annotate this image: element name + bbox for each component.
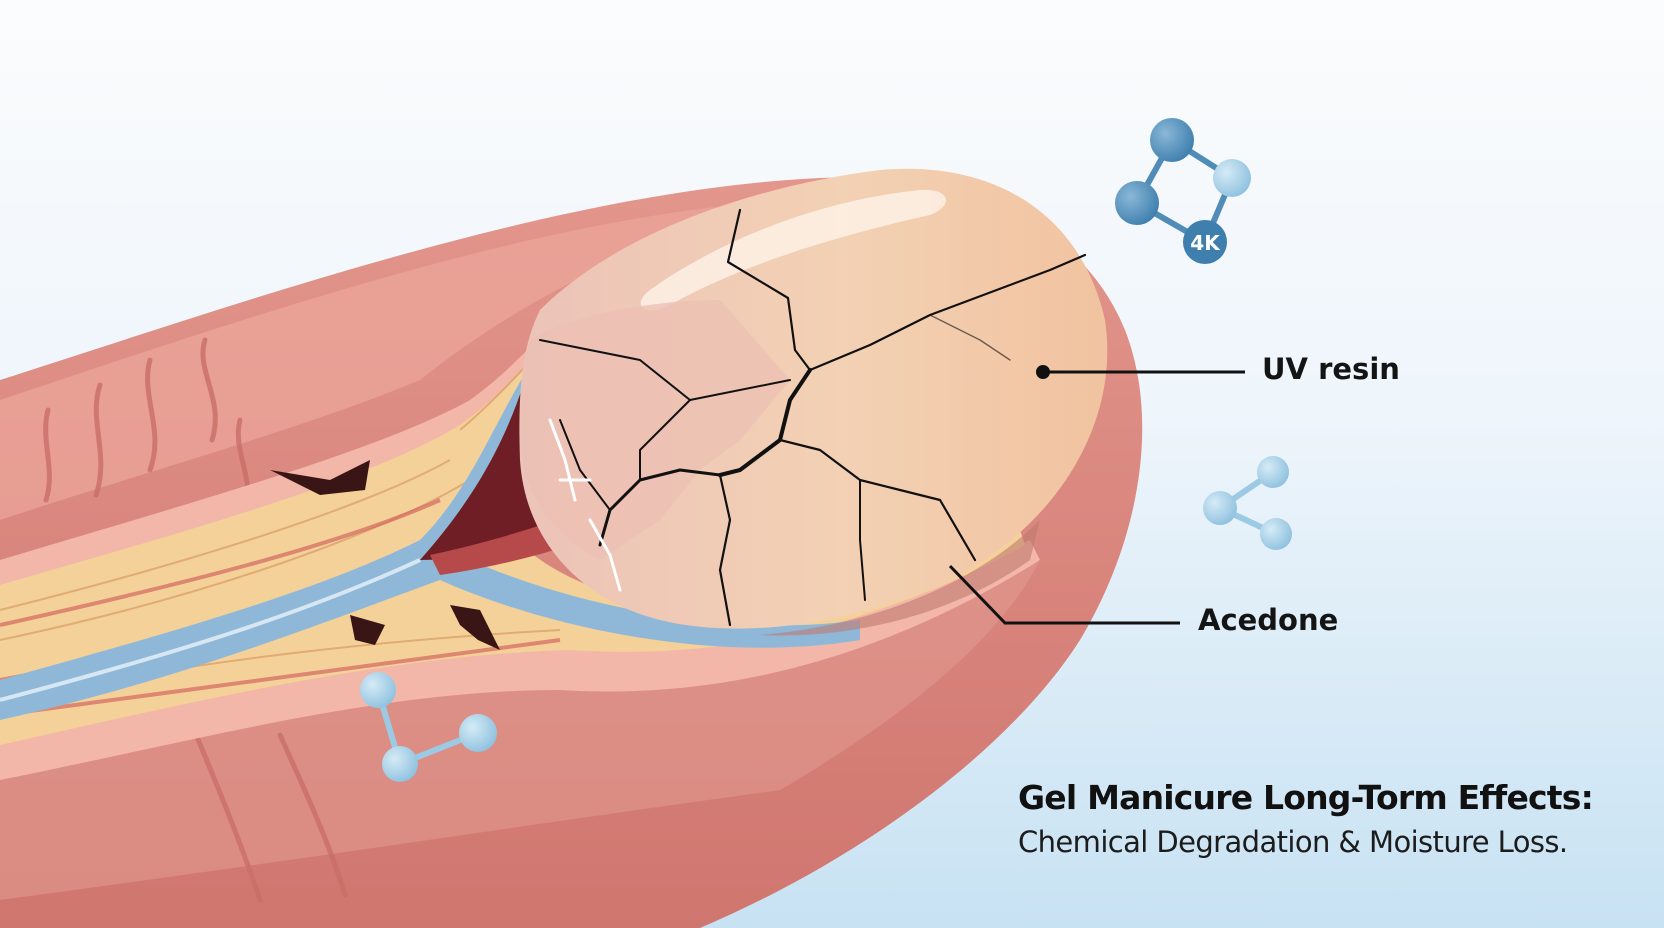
- title-block: Gel Manicure Long-Torm Effects: Chemical…: [1018, 778, 1594, 859]
- nail-cracks: [539, 208, 1087, 627]
- molecule-4k: 4K: [1115, 118, 1251, 264]
- molecule-right: [1203, 456, 1292, 550]
- title-subtitle: Chemical Degradation & Moisture Loss.: [1018, 825, 1568, 859]
- 4k-badge: 4K: [1190, 231, 1221, 255]
- label-uv-resin: UV resin: [1262, 352, 1400, 386]
- title-main: Gel Manicure Long-Torm Effects:: [1018, 778, 1594, 817]
- molecule-bottom-left: [360, 672, 497, 782]
- 4k-badge-circle: [1183, 220, 1227, 264]
- callout-acedone: [948, 564, 1180, 625]
- label-acedone: Acedone: [1198, 603, 1339, 637]
- nail-plate: [519, 168, 1108, 636]
- callout-uv-resin: [1036, 365, 1245, 379]
